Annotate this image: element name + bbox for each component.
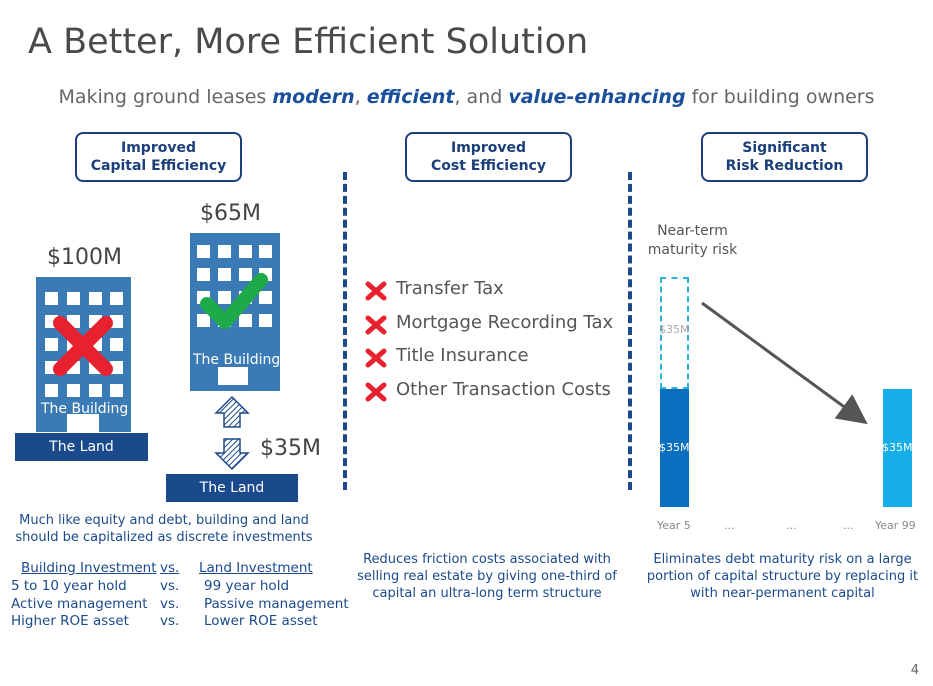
row-vs: vs. [160, 595, 180, 612]
pillar-line1: Improved [121, 140, 196, 156]
chart-bar-label: $35M [659, 323, 690, 336]
page-number: 4 [910, 663, 919, 678]
building-value-65m: $65M [200, 201, 261, 226]
land-value-35m: $35M [260, 436, 321, 461]
land-block-left: The Land [15, 433, 148, 461]
subtitle-emphasis-modern: modern [272, 86, 355, 108]
maturity-risk-annotation: Near-term maturity risk [647, 223, 738, 258]
row-right: 99 year hold [204, 578, 290, 594]
capital-caption: Much like equity and debt, building and … [15, 513, 313, 545]
risk-caption: Eliminates debt maturity risk on a large… [646, 552, 919, 601]
building-value-100m: $100M [47, 245, 122, 270]
row-vs: vs. [160, 613, 180, 629]
row-left: Active management [11, 595, 148, 612]
pillar-line1: Improved [451, 140, 526, 156]
section-divider-right [628, 172, 632, 490]
pillar-line2: Cost Efficiency [431, 158, 546, 174]
risk-arrow-layer [701, 301, 868, 425]
x-axis-tick-label: ... [843, 519, 854, 532]
building-label: The Building [193, 352, 281, 368]
x-axis-tick-label: Year 5 [657, 519, 691, 532]
cost-item-label: Title Insurance [396, 345, 529, 366]
header-building-investment: Building Investment [21, 560, 157, 576]
x-axis-tick-label: Year 99 [875, 519, 916, 532]
row-right: Lower ROE asset [204, 613, 318, 629]
red-x-icon [365, 348, 387, 368]
header-land-investment: Land Investment [199, 560, 313, 576]
land-block-right: The Land [166, 474, 298, 502]
cost-item-label: Other Transaction Costs [396, 379, 611, 400]
page-title: A Better, More Efficient Solution [28, 22, 589, 62]
separation-arrows-icon [214, 395, 250, 471]
chart-bar-year-99 [883, 389, 912, 507]
cost-item-label: Transfer Tax [396, 278, 504, 299]
pillar-line2: Risk Reduction [725, 158, 844, 174]
red-x-icon [365, 281, 387, 301]
subtitle: Making ground leases modern, efficient, … [0, 86, 933, 108]
x-axis-tick-label: ... [724, 519, 735, 532]
section-divider-left [343, 172, 347, 490]
decline-arrow [701, 301, 868, 425]
cost-caption: Reduces friction costs associated with s… [357, 552, 617, 601]
x-axis-tick-label: ... [786, 519, 797, 532]
subtitle-emphasis-value: value-enhancing [508, 86, 686, 108]
building-label: The Building [41, 401, 129, 417]
chart-bar-dashed [660, 277, 689, 389]
subtitle-emphasis-efficient: efficient [366, 86, 455, 108]
subtitle-part: , [354, 86, 367, 108]
pillar-capital-efficiency: Improved Capital Efficiency [75, 132, 242, 182]
pillar-risk-reduction: Significant Risk Reduction [701, 132, 868, 182]
red-x-icon [53, 316, 113, 376]
subtitle-part: , and [454, 86, 509, 108]
chart-bar-label: $35M [882, 441, 913, 454]
red-x-icon [365, 315, 387, 335]
subtitle-part: for building owners [685, 86, 875, 108]
row-right: Passive management [204, 595, 349, 612]
pillar-line1: Significant [742, 140, 827, 156]
red-x-icon [365, 382, 387, 402]
pillar-cost-efficiency: Improved Cost Efficiency [405, 132, 572, 182]
cost-item-label: Mortgage Recording Tax [396, 312, 614, 333]
green-check-icon [200, 273, 268, 329]
chart-bar-year-5 [660, 389, 689, 507]
row-vs: vs. [160, 578, 180, 594]
risk-chart: $35M $35M $35M Year 5......... Year 99 [650, 265, 925, 535]
header-vs: vs. [160, 560, 180, 576]
row-left: Higher ROE asset [11, 613, 129, 629]
chart-bar-label: $35M [659, 441, 690, 454]
row-left: 5 to 10 year hold [11, 578, 127, 594]
subtitle-part: Making ground leases [58, 86, 273, 108]
pillar-line2: Capital Efficiency [90, 158, 227, 174]
